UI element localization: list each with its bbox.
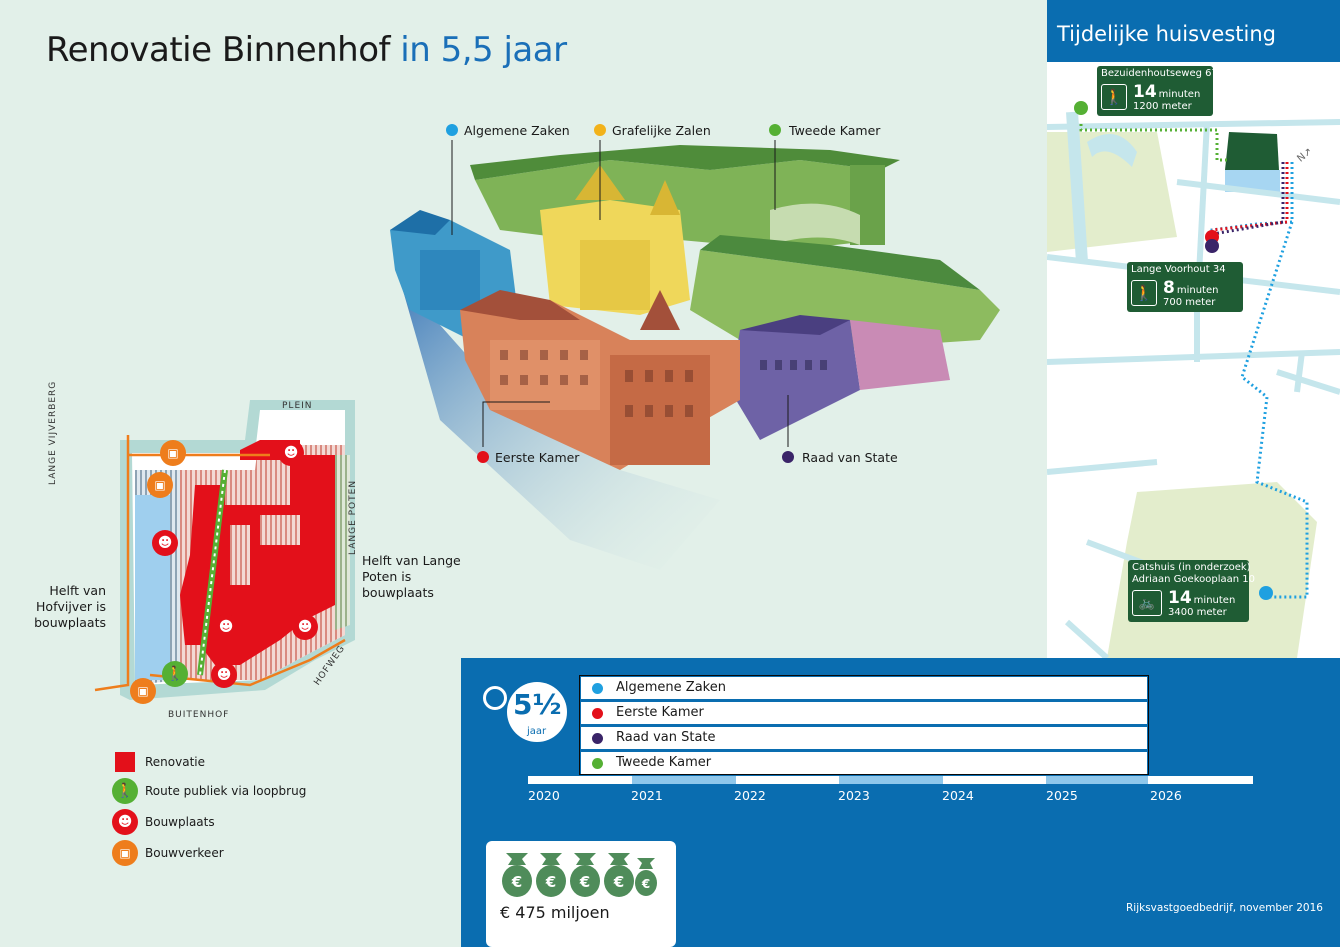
location-catshuis: Catshuis (in onderzoek) Adriaan Goekoopl… [1128, 560, 1255, 622]
location-unit: minuten [1158, 89, 1201, 100]
walk-icon: 🚶 [1101, 84, 1127, 110]
clock-icon [483, 686, 507, 710]
legend-worker-icon: ☻ [112, 809, 138, 835]
svg-text:€: € [579, 873, 590, 891]
timeline-row-eerste-kamer: Eerste Kamer [581, 702, 1147, 724]
cost-box: € € € € € € 475 miljoen [486, 841, 676, 947]
temporary-housing-panel: N↗ Tijdelijke huisvesting Bezuidenhoutse… [1047, 0, 1340, 658]
grafelijke-zalen-dot [594, 124, 606, 136]
legend-renovatie: Renovatie [145, 755, 206, 769]
location-name: Catshuis (in onderzoek) [1132, 562, 1251, 573]
row-label: Raad van State [616, 730, 716, 745]
walk-icon: 🚶 [162, 661, 188, 687]
eerste-kamer-dot [477, 451, 489, 463]
location-distance: 3400 meter [1168, 607, 1227, 618]
location-name: Bezuidenhoutseweg 67 [1101, 68, 1218, 79]
svg-text:€: € [641, 877, 650, 891]
duration-badge: 5½ jaar [483, 682, 567, 742]
source-credit: Rijksvastgoedbedrijf, november 2016 [1126, 902, 1323, 914]
svg-text:€: € [545, 873, 556, 891]
year-2023: 2023 [838, 788, 870, 803]
row-label: Tweede Kamer [616, 755, 712, 770]
location-unit: minuten [1193, 595, 1236, 606]
duration-value: 5½ [513, 688, 562, 721]
legend-truck-icon: ▣ [112, 840, 138, 866]
cost-amount: € 475 miljoen [500, 903, 610, 922]
tweede-kamer-dot [769, 124, 781, 136]
page-title: Renovatie Binnenhof in 5,5 jaar [46, 30, 567, 70]
timeline-row-tweede-kamer: Tweede Kamer [581, 752, 1147, 774]
svg-text:€: € [511, 873, 522, 891]
title-sub: in 5,5 jaar [400, 30, 567, 70]
location-minutes: 14 [1133, 82, 1157, 102]
label-grafelijke-zalen: Grafelijke Zalen [612, 123, 711, 138]
algemene-zaken-dot [446, 124, 458, 136]
title-main: Renovatie Binnenhof [46, 30, 390, 70]
truck-icon: ▣ [130, 678, 156, 704]
map-label-plein: PLEIN [282, 401, 313, 411]
hofvijver-note: Helft van Hofvijver is bouwplaats [34, 583, 106, 630]
worker-icon: ☻ [278, 440, 304, 466]
svg-text:N↗: N↗ [1295, 146, 1314, 165]
map-label-buitenhof: BUITENHOF [168, 710, 230, 720]
worker-icon: ☻ [213, 614, 239, 640]
money-bag-icons: € € € € € [502, 853, 657, 897]
svg-text:€: € [613, 873, 624, 891]
timeline-panel: 5½ jaar Algemene Zaken Eerste Kamer Raad… [461, 658, 1340, 947]
year-2022: 2022 [734, 788, 766, 803]
walk-icon: 🚶 [1131, 280, 1157, 306]
location-unit: minuten [1176, 285, 1219, 296]
legend-bouwverkeer: Bouwverkeer [145, 846, 224, 860]
year-2020: 2020 [528, 788, 560, 803]
row-label: Algemene Zaken [616, 680, 726, 695]
legend-route: Route publiek via loopbrug [145, 784, 307, 798]
duration-unit: jaar [527, 726, 547, 737]
worker-icon: ☻ [292, 614, 318, 640]
location-name: Lange Voorhout 34 [1131, 264, 1226, 275]
binnenhof-illustration [390, 140, 1000, 570]
site-map [94, 400, 355, 700]
label-algemene-zaken: Algemene Zaken [464, 123, 570, 138]
year-2021: 2021 [631, 788, 663, 803]
truck-icon: ▣ [160, 440, 186, 466]
legend-bouwplaats: Bouwplaats [145, 815, 215, 829]
duration-circle [507, 682, 567, 742]
map-label-lange-vijverberg: LANGE VIJVERBERG [48, 380, 58, 485]
label-tweede-kamer: Tweede Kamer [789, 123, 881, 138]
label-eerste-kamer: Eerste Kamer [495, 450, 580, 465]
legend-square-icon [115, 752, 135, 772]
temporary-housing-title-bar: Tijdelijke huisvesting [1047, 0, 1340, 62]
map-label-lange-poten: LANGE POTEN [348, 479, 358, 555]
lange-poten-note: Helft van Lange Poten is bouwplaats [362, 553, 461, 600]
raad-van-state-dot [782, 451, 794, 463]
worker-icon: ☻ [211, 662, 237, 688]
legend-walk-icon: 🚶 [112, 778, 138, 804]
location-minutes: 8 [1163, 278, 1175, 298]
location-distance: 1200 meter [1133, 101, 1192, 112]
worker-icon: ☻ [152, 530, 178, 556]
location-name-2: Adriaan Goekooplaan 10 [1132, 574, 1255, 585]
year-2024: 2024 [942, 788, 974, 803]
label-raad-van-state: Raad van State [802, 450, 898, 465]
timeline-frame [579, 675, 1149, 775]
year-2026: 2026 [1150, 788, 1182, 803]
location-distance: 700 meter [1163, 297, 1216, 308]
location-minutes: 14 [1168, 588, 1192, 608]
timeline-row-raad-van-state: Raad van State [581, 727, 1147, 749]
row-label: Eerste Kamer [616, 705, 704, 720]
bike-icon: 🚲 [1132, 590, 1162, 616]
timeline-row-algemene-zaken: Algemene Zaken [581, 677, 1147, 699]
temporary-housing-title: Tijdelijke huisvesting [1057, 22, 1277, 46]
truck-icon: ▣ [147, 472, 173, 498]
year-2025: 2025 [1046, 788, 1078, 803]
